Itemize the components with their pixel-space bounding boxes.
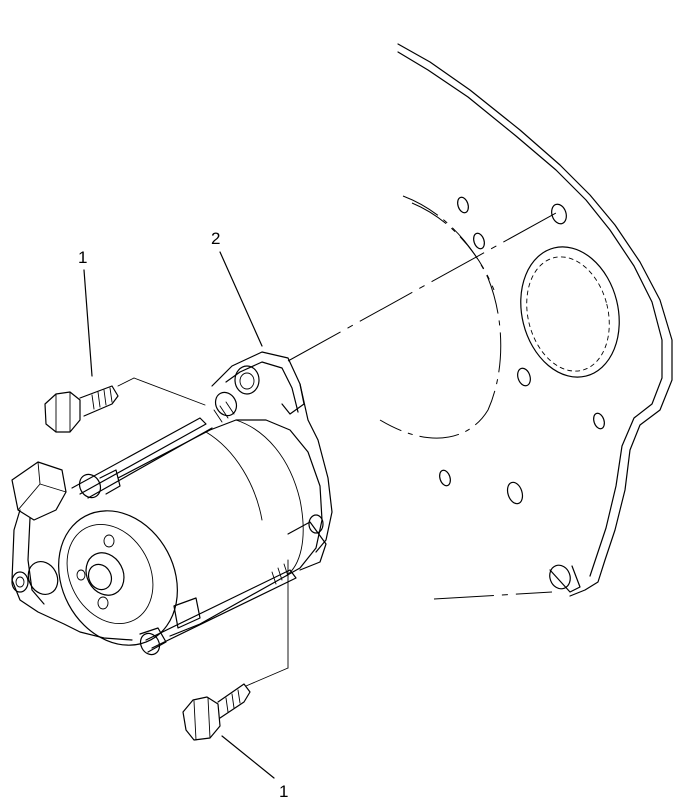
- leader-bolt-upper: [83, 269, 93, 377]
- bolt-upper: [44, 377, 206, 433]
- starter-motor: [11, 351, 333, 656]
- callout-bolt-upper: 1: [78, 248, 88, 267]
- callout-bolt-lower: 1: [279, 782, 289, 801]
- bolt-lower: [182, 559, 289, 741]
- flywheel-housing-plate: [379, 43, 673, 600]
- leader-starter-motor: [219, 251, 263, 347]
- callout-starter-motor: 2: [211, 229, 221, 248]
- alignment-centerline: [287, 212, 557, 362]
- leader-bolt-lower: [221, 735, 275, 779]
